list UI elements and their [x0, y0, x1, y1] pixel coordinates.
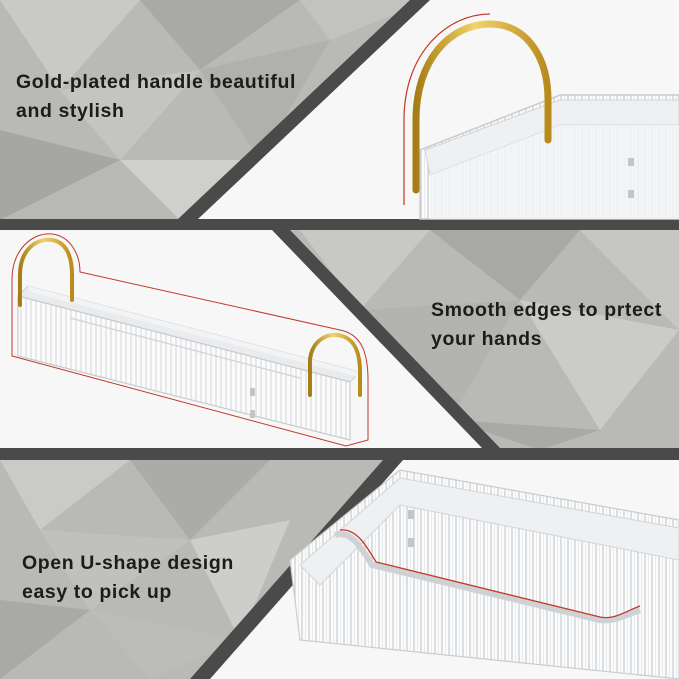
- feature-caption-edges: Smooth edges to prtect your hands: [431, 296, 662, 354]
- caption-line: Open U-shape design: [22, 552, 234, 574]
- caption-line: Smooth edges to prtect: [431, 299, 662, 321]
- handle-closeup: [403, 13, 679, 220]
- feature-caption-u-shape: Open U-shape design easy to pick up: [22, 549, 234, 607]
- gold-handle-icon: [412, 20, 552, 194]
- caption-line: Gold-plated handle beautiful: [16, 71, 297, 93]
- gold-handle-left: [18, 237, 74, 307]
- caption-line: your hands: [431, 328, 543, 350]
- feature-caption-handle: Gold-plated handle beautiful and stylish: [16, 68, 296, 126]
- storage-tray-icon: [11, 233, 369, 447]
- gold-handle-right: [308, 333, 362, 397]
- caption-line: and stylish: [16, 100, 125, 122]
- u-shape-closeup: [289, 469, 679, 679]
- caption-line: easy to pick up: [22, 581, 172, 603]
